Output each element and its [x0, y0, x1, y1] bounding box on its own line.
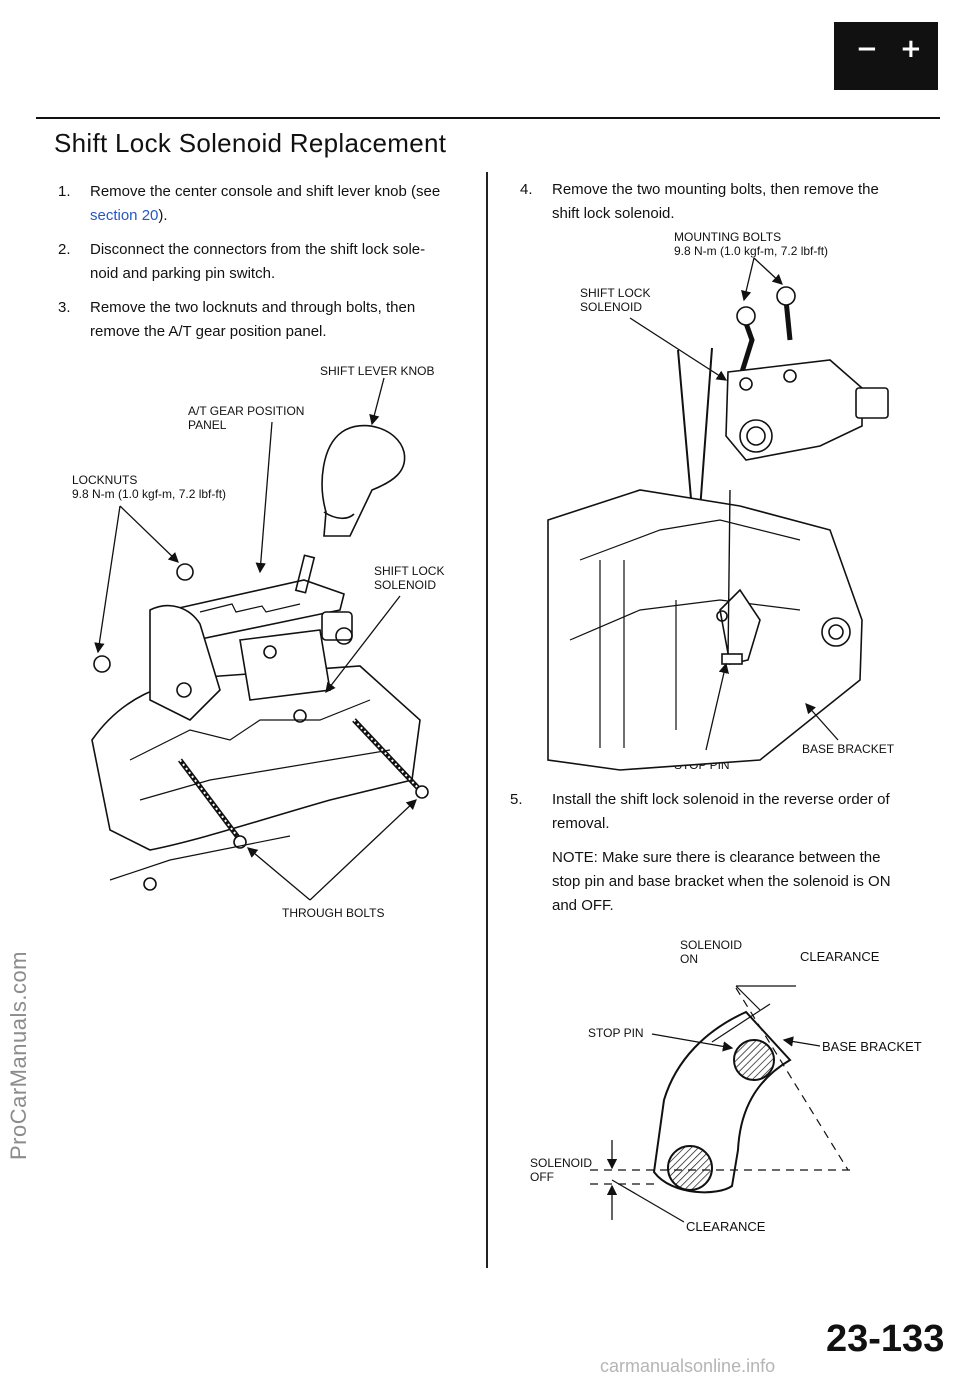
label-base-bracket: BASE BRACKET — [802, 742, 895, 756]
label-solenoid-off: SOLENOID OFF — [530, 1156, 593, 1184]
base-bracket-body — [547, 489, 863, 771]
watermark-bottom: carmanualsonline.info — [600, 1356, 776, 1376]
label-clearance-bottom: CLEARANCE — [686, 1219, 766, 1234]
stop-pin-rod — [727, 489, 731, 661]
battery-minus-icon: − — [856, 34, 878, 64]
step-4-line-2: shift lock solenoid. — [552, 205, 675, 222]
step-3: 3. Remove the two locknuts and through b… — [58, 296, 468, 344]
left-leader-lines — [94, 377, 417, 901]
note-line-1: NOTE: Make sure there is clearance betwe… — [552, 849, 881, 866]
column-divider — [486, 172, 488, 1268]
label-clearance-top: CLEARANCE — [800, 949, 880, 964]
step-1: 1. Remove the center console and shift l… — [58, 180, 468, 228]
step-2: 2. Disconnect the connectors from the sh… — [58, 238, 468, 286]
page-title: Shift Lock Solenoid Replacement — [54, 128, 447, 158]
step-2-line-1: Disconnect the connectors from the shift… — [90, 241, 426, 258]
shift-lever-assembly-drawing — [91, 424, 429, 891]
solenoid-removal-drawing — [547, 286, 889, 771]
battery-icon: − + — [834, 22, 938, 90]
step-1-text: Remove the center console and shift leve… — [90, 183, 441, 200]
label-stop-pin-detail: STOP PIN — [588, 1026, 644, 1040]
step-4: 4. Remove the two mounting bolts, then r… — [520, 178, 940, 226]
stop-pin-on — [733, 1039, 775, 1081]
label-shift-lock-solenoid-left: SHIFT LOCK SOLENOID — [374, 564, 445, 592]
label-gear-position-panel: A/T GEAR POSITION PANEL — [188, 404, 305, 432]
page-number: 23-133 — [826, 1318, 945, 1360]
step-4-number: 4. — [520, 181, 533, 198]
shift-lever-rod — [677, 349, 693, 511]
clearance-detail-drawing — [590, 985, 850, 1223]
step-2-number: 2. — [58, 241, 71, 258]
step-3-line-2: remove the A/T gear position panel. — [90, 323, 327, 340]
label-shift-lever-knob: SHIFT LEVER KNOB — [320, 364, 435, 378]
step-5-line-1: Install the shift lock solenoid in the r… — [552, 791, 890, 808]
battery-plus-icon: + — [900, 34, 922, 64]
step-4-line-1: Remove the two mounting bolts, then remo… — [552, 181, 879, 198]
section-20-link[interactable]: section 20 — [90, 207, 159, 224]
stop-pin-off — [667, 1145, 713, 1191]
shift-knob — [321, 424, 406, 537]
note-block: NOTE: Make sure there is clearance betwe… — [552, 846, 932, 918]
label-mounting-bolts: MOUNTING BOLTS 9.8 N-m (1.0 kgf-m, 7.2 l… — [674, 230, 829, 258]
locknut-1 — [176, 563, 194, 581]
step-3-number: 3. — [58, 299, 71, 316]
step-5: 5. Install the shift lock solenoid in th… — [510, 788, 940, 836]
note-line-2: stop pin and base bracket when the solen… — [552, 873, 891, 890]
label-base-bracket-detail: BASE BRACKET — [822, 1039, 922, 1054]
mounting-bolt-2 — [783, 299, 793, 341]
step-5-line-2: removal. — [552, 815, 610, 832]
panel-lever — [294, 554, 316, 594]
locknut-2 — [93, 655, 111, 673]
right-leader-lines — [629, 257, 839, 751]
note-line-3: and OFF. — [552, 897, 614, 914]
header-rule — [36, 117, 940, 119]
label-solenoid-on: SOLENOID ON — [680, 938, 743, 966]
step-2-line-2: noid and parking pin switch. — [90, 265, 276, 282]
step-1-number: 1. — [58, 183, 71, 200]
label-locknuts: LOCKNUTS 9.8 N-m (1.0 kgf-m, 7.2 lbf-ft) — [72, 473, 227, 501]
label-shift-lock-solenoid-right: SHIFT LOCK SOLENOID — [580, 286, 651, 314]
step-3-line-1: Remove the two locknuts and through bolt… — [90, 299, 416, 316]
label-through-bolts: THROUGH BOLTS — [282, 906, 385, 920]
left-solenoid — [321, 611, 353, 641]
step-1-text-end: ). — [158, 207, 168, 224]
step-5-number: 5. — [510, 791, 523, 808]
